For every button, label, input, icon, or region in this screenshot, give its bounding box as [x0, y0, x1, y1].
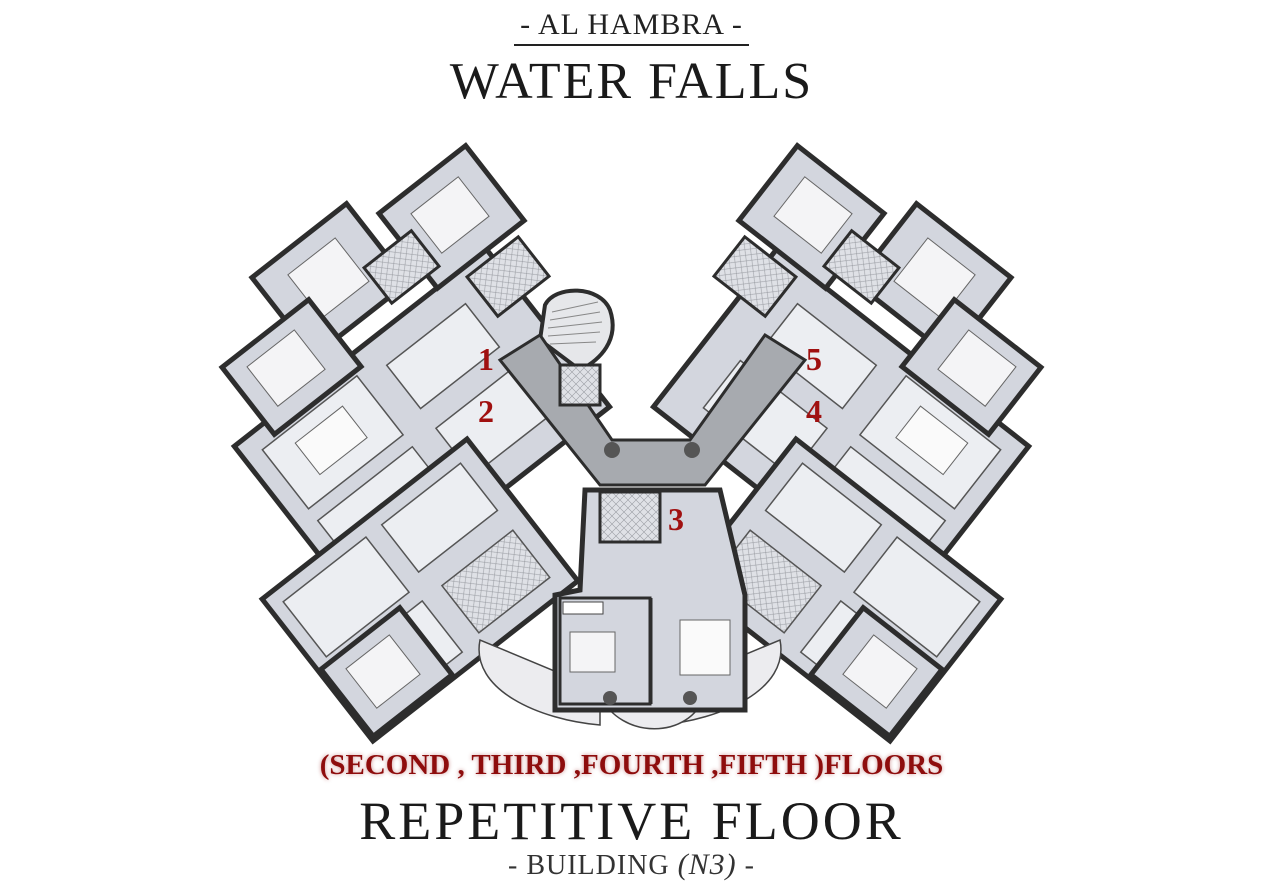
building-prefix: - BUILDING [508, 850, 678, 881]
bed [410, 176, 490, 254]
wardrobe [562, 601, 604, 615]
column [604, 442, 620, 458]
column [603, 691, 617, 705]
bathroom [598, 490, 662, 544]
bed [246, 329, 326, 407]
unit-number-1: 1 [478, 341, 494, 377]
bed [569, 631, 616, 673]
building-suffix: - [736, 850, 755, 881]
dining-table [294, 405, 368, 476]
apartment-3-block [478, 487, 782, 730]
unit-number-5: 5 [806, 341, 822, 377]
dining-table [679, 619, 731, 676]
unit-number-2: 2 [478, 393, 494, 429]
floors-label: (SECOND , THIRD ,FOURTH ,FIFTH )FLOORS [319, 749, 944, 781]
column [684, 442, 700, 458]
elevator-shaft [558, 363, 602, 407]
kitchen [440, 529, 551, 634]
right-wing [649, 142, 1045, 745]
unit-number-3: 3 [668, 501, 684, 537]
left-wing [218, 142, 615, 745]
sofa-set [385, 302, 501, 410]
plan-type-label: REPETITIVE FLOOR [359, 791, 904, 851]
project-title: - AL HAMBRA - [0, 8, 1263, 46]
bed [345, 634, 421, 709]
building-title: WATER FALLS [449, 53, 814, 110]
project-title-text: - AL HAMBRA - [514, 8, 749, 46]
building-code: (N3) [677, 848, 737, 881]
living-area [282, 536, 411, 658]
stair-treads [547, 301, 603, 345]
column [683, 691, 697, 705]
building-label: - BUILDING (N3) - [0, 848, 1263, 882]
bathroom [361, 228, 442, 306]
bathroom [464, 234, 552, 319]
bedroom-furniture [380, 462, 499, 574]
unit-number-4: 4 [806, 393, 822, 429]
